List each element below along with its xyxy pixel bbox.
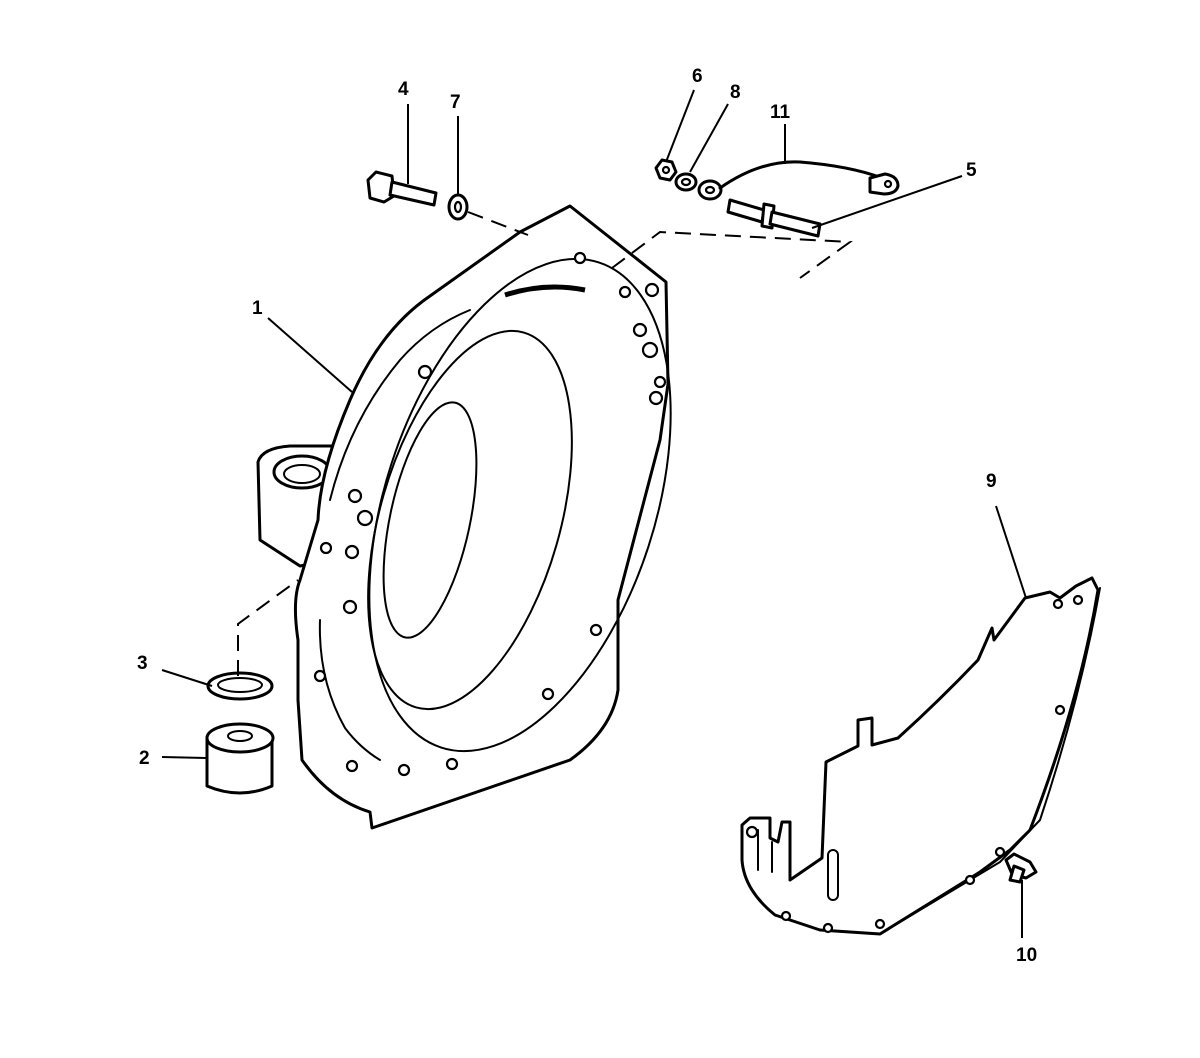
assembly-line-plug <box>237 579 299 676</box>
leader-3 <box>161 669 213 687</box>
cover-plate <box>740 576 1101 936</box>
callout-6: 6 <box>692 66 703 87</box>
leader-2 <box>161 756 207 759</box>
leader-8 <box>689 103 729 173</box>
callout-2: 2 <box>139 748 150 769</box>
ground-strap-11 <box>697 160 900 201</box>
callout-8: 8 <box>730 82 741 103</box>
seal-ring <box>206 671 274 701</box>
flywheel-housing <box>256 204 672 830</box>
callout-4: 4 <box>398 79 409 100</box>
callout-11: 11 <box>770 102 791 123</box>
washer-8 <box>674 172 698 192</box>
leader-9 <box>995 505 1027 599</box>
leader-1 <box>267 317 353 393</box>
leader-6 <box>665 89 695 163</box>
callout-9: 9 <box>986 471 997 492</box>
stud-5 <box>726 198 822 238</box>
callout-10: 10 <box>1016 945 1037 966</box>
bushing <box>205 722 275 795</box>
assembly-line-stud <box>611 230 853 279</box>
callout-5: 5 <box>966 160 977 181</box>
bolt-10 <box>1004 852 1038 884</box>
leader-5 <box>811 175 963 229</box>
callout-1: 1 <box>252 298 263 319</box>
nut-6 <box>654 158 678 182</box>
assembly-line-bolt <box>467 211 529 236</box>
washer-7 <box>447 193 469 221</box>
bolt-4 <box>366 170 438 207</box>
callout-7: 7 <box>450 92 461 113</box>
callout-3: 3 <box>137 653 148 674</box>
